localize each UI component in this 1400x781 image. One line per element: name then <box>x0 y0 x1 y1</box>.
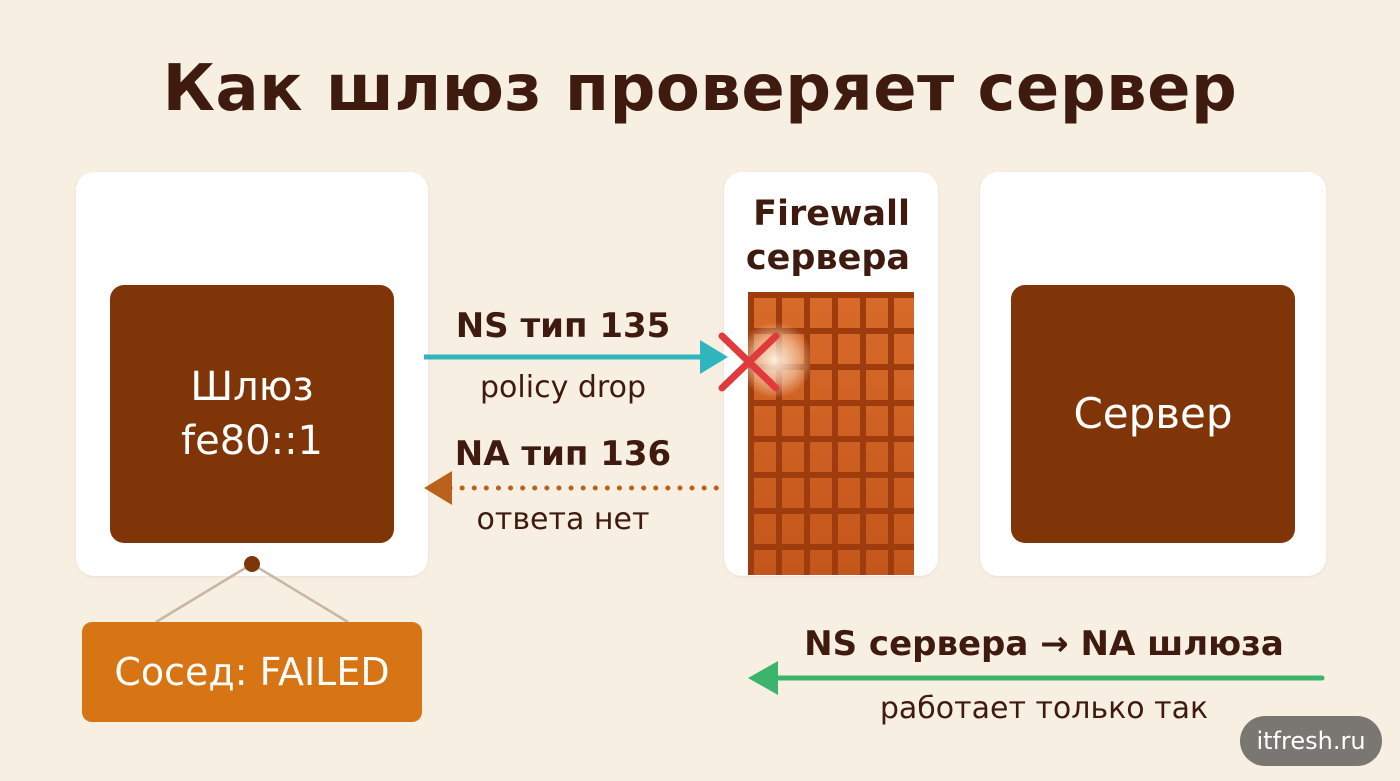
na-reply-note: ответа нет <box>476 502 650 537</box>
cross-icon <box>718 332 780 392</box>
na-reply-arrow <box>424 471 723 505</box>
server-label: Сервер <box>1073 389 1233 438</box>
page-title: Как шлюз проверяет сервер <box>162 52 1238 126</box>
working-path-arrow <box>748 661 1325 695</box>
server-node: Сервер <box>1011 285 1295 543</box>
firewall-title: Firewall сервера <box>730 192 910 280</box>
gateway-node: Шлюз fe80::1 <box>110 285 394 543</box>
ns-request-note: policy drop <box>480 370 646 405</box>
working-path-note: работает только так <box>879 691 1209 726</box>
ns-request-arrow <box>424 340 728 374</box>
neighbor-status-badge: Сосед: FAILED <box>82 622 422 722</box>
na-reply-label: NA тип 136 <box>454 434 672 474</box>
ns-request-label: NS тип 135 <box>455 306 671 346</box>
firewall-title-line1: Firewall <box>753 194 910 234</box>
gateway-label: Шлюз <box>190 364 314 410</box>
firewall-title-line2: сервера <box>745 238 910 278</box>
working-path-label: NS сервера → NA шлюза <box>804 624 1284 664</box>
status-connector <box>155 556 349 624</box>
gateway-address: fe80::1 <box>181 418 323 464</box>
site-watermark: itfresh.ru <box>1240 716 1382 766</box>
